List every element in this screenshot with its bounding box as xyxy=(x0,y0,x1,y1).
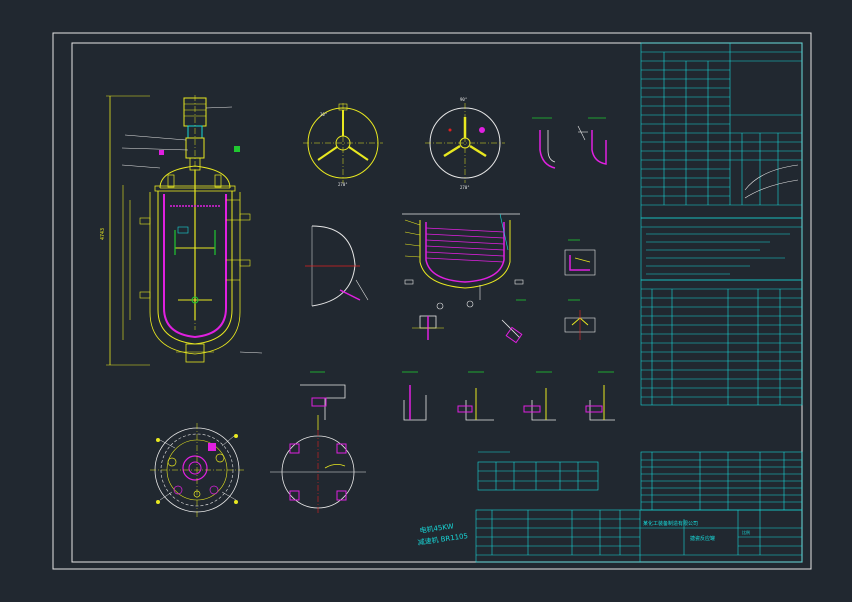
detail-views-top xyxy=(532,117,607,169)
flange-plan-view xyxy=(270,371,366,514)
head-section-view xyxy=(305,225,369,307)
technical-requirements-block xyxy=(640,217,803,281)
nozzle-table xyxy=(477,451,599,491)
section-angle-label: 30° xyxy=(320,112,327,117)
agitator-section-view-2: 90° 270° xyxy=(425,97,505,190)
nozzle-details-row xyxy=(402,371,615,421)
outer-frame xyxy=(52,32,812,570)
vessel-plan-view xyxy=(150,423,244,517)
vessel-elevation-view: 4743 xyxy=(100,95,263,366)
section-angle-label: 90° xyxy=(460,97,467,102)
weld-detail-view xyxy=(564,239,596,340)
scale-label: 比例 xyxy=(742,529,750,535)
fitting-details-row xyxy=(412,299,526,344)
nozzle-schedule-table xyxy=(640,279,803,406)
inner-frame xyxy=(71,42,803,563)
height-dimension: 4743 xyxy=(100,228,106,240)
agitator-section-view-1: 30° 270° xyxy=(303,103,383,187)
technical-data-table xyxy=(640,42,803,219)
title-block xyxy=(475,509,803,563)
section-angle-label: 270° xyxy=(338,182,348,187)
drawing-name: 搪瓷反应罐 xyxy=(690,535,715,542)
motor-note: 电机45KW 减速机 BR1105 xyxy=(417,521,468,547)
motor-power-label: 电机45KW xyxy=(419,521,454,535)
jacket-section-view xyxy=(402,213,524,310)
section-angle-label: 270° xyxy=(460,185,470,190)
company-name: 某化工装备制造有限公司 xyxy=(643,520,698,527)
parts-list-table xyxy=(640,451,803,511)
